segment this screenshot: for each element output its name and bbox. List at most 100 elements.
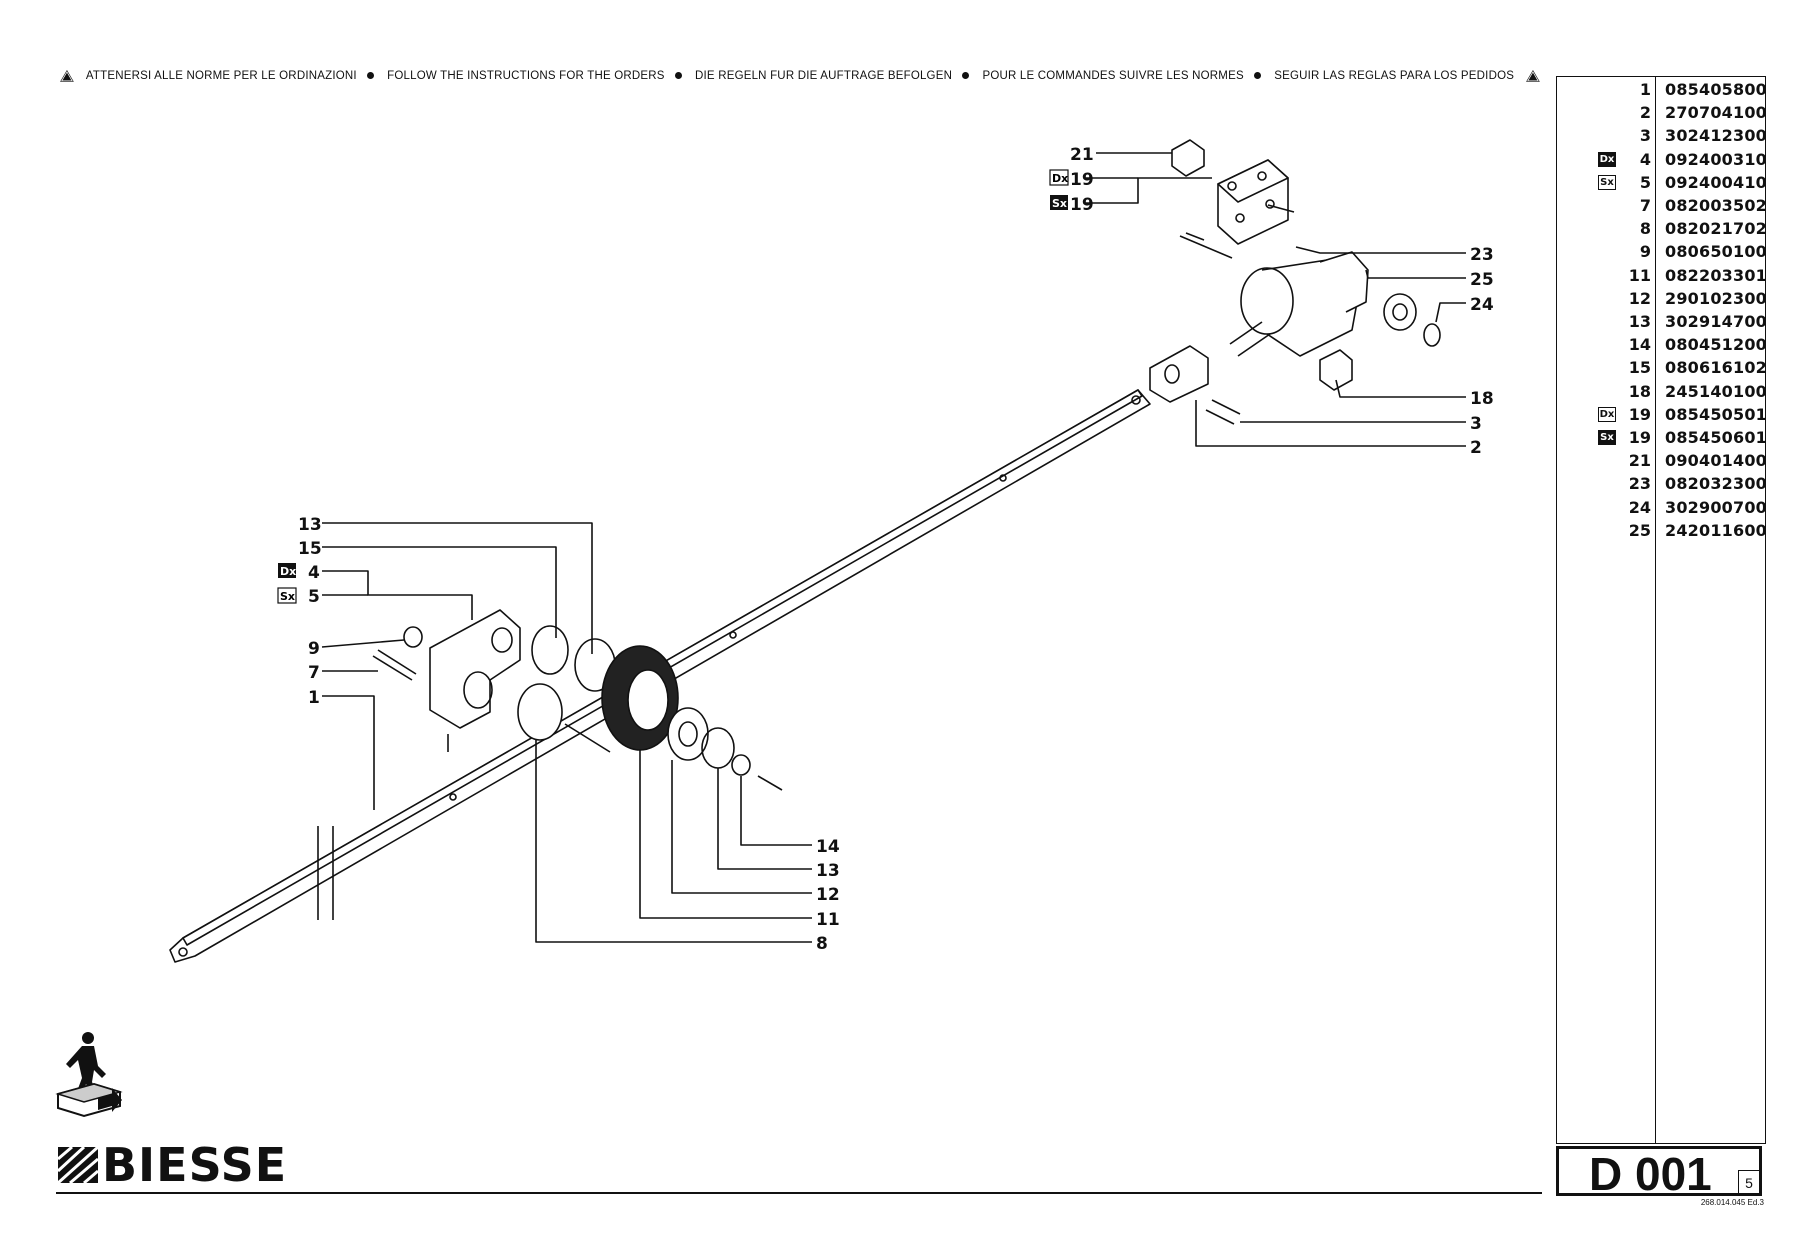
part-position: 2 [1639, 103, 1651, 123]
part-position: 8 [1639, 219, 1651, 239]
part-code: 245140100 [1665, 381, 1767, 401]
callout-8: 8 [816, 934, 828, 954]
part-code: 302914700 [1665, 312, 1767, 331]
leader-lines [321, 152, 1466, 943]
cylinder-assembly [1149, 139, 1441, 425]
callout-25: 25 [1470, 270, 1494, 290]
footer-rule [56, 1192, 1542, 1194]
parts-row: 12 290102300 [1557, 288, 1767, 311]
parts-row: Dx 4 092400310 [1557, 149, 1767, 172]
warning-triangle-icon [1526, 69, 1540, 82]
parts-row: 11 082203301 [1557, 265, 1767, 288]
part-code: 242011600 [1665, 520, 1767, 540]
part-code: 302900700 [1665, 497, 1767, 517]
callout-2: 2 [1470, 438, 1482, 458]
callout-labels: 21 Dx 19 Sx 19 23 25 24 18 3 2 13 15 Dx … [277, 145, 1494, 954]
callout-15: 15 [298, 539, 322, 559]
callout-19-dx: 19 [1070, 170, 1094, 190]
part-position: 11 [1628, 265, 1651, 285]
callout-23: 23 [1470, 245, 1494, 265]
part-position: 4 [1639, 149, 1651, 169]
biesse-logo-icon [56, 1145, 100, 1185]
part-code: 092400410 [1665, 172, 1767, 192]
instruction-es: SEGUIR LAS REGLAS PARA LOS PEDIDOS [1274, 70, 1515, 82]
callout-21: 21 [1070, 145, 1094, 165]
part-code: 302412300 [1665, 126, 1767, 146]
sx-tag: Sx [1598, 430, 1616, 445]
page-code: D 001 [1589, 1148, 1712, 1200]
exploded-parts-drawing: 21 Dx 19 Sx 19 23 25 24 18 3 2 13 15 Dx … [169, 139, 1494, 963]
part-code: 082203301 [1665, 265, 1767, 285]
parts-row: 24 302900700 [1557, 497, 1767, 520]
part-position: 24 [1628, 497, 1651, 517]
callout-11: 11 [816, 910, 840, 930]
callout-5: 5 [308, 587, 320, 607]
instruction-fr: POUR LE COMMANDES SUIVRE LES NORMES [982, 70, 1244, 82]
part-code: 290102300 [1665, 288, 1767, 308]
parts-row: 21 090401400 [1557, 450, 1767, 473]
sx-tag: Sx [1598, 174, 1616, 190]
dx-tag: Dx [1598, 151, 1616, 167]
brand-name: BIESSE [102, 1138, 288, 1192]
part-position: 9 [1639, 242, 1651, 262]
callout-1: 1 [308, 688, 320, 708]
walking-person-icon [55, 1032, 123, 1118]
part-position: 21 [1628, 451, 1651, 471]
callout-13: 13 [298, 515, 322, 535]
callout-9: 9 [308, 639, 320, 659]
svg-text:Dx: Dx [280, 565, 296, 578]
part-code: 085450601 [1665, 428, 1767, 447]
part-position: 25 [1628, 520, 1651, 540]
part-position: 12 [1628, 288, 1651, 308]
parts-row: Sx 19 085450601 [1557, 427, 1767, 450]
part-position: 23 [1628, 474, 1651, 494]
part-code: 080616102 [1665, 358, 1767, 378]
part-position: 14 [1628, 335, 1651, 355]
part-position: 13 [1628, 312, 1651, 331]
parts-row: 9 080650100 [1557, 241, 1767, 264]
edition-number: 5 [1738, 1170, 1759, 1195]
part-code: 082003502 [1665, 196, 1767, 215]
parts-row: 18 245140100 [1557, 381, 1767, 404]
part-position: 19 [1628, 428, 1651, 447]
callout-12: 12 [816, 885, 840, 905]
part-code: 090401400 [1665, 451, 1767, 471]
order-instructions-banner: ATTENERSI ALLE NORME PER LE ORDINAZIONI … [60, 56, 1540, 96]
svg-text:Sx: Sx [280, 590, 295, 603]
svg-text:Dx: Dx [1052, 172, 1068, 185]
part-position: 7 [1639, 196, 1651, 215]
part-position: 1 [1639, 80, 1651, 99]
part-code: 085405800 [1665, 80, 1767, 99]
callout-4: 4 [308, 563, 320, 583]
instruction-en: FOLLOW THE INSTRUCTIONS FOR THE ORDERS [387, 70, 665, 82]
part-code: 080650100 [1665, 242, 1767, 262]
callout-24: 24 [1470, 295, 1494, 315]
callout-18: 18 [1470, 389, 1494, 409]
callout-13b: 13 [816, 861, 840, 881]
part-position: 18 [1628, 381, 1651, 401]
brand-logo: BIESSE [56, 1138, 288, 1192]
dx-tag: Dx [1598, 406, 1616, 422]
part-position: 3 [1639, 126, 1651, 146]
part-position: 15 [1628, 358, 1651, 378]
dx-tag: Dx [1049, 169, 1069, 186]
sx-tag: Sx [277, 587, 297, 604]
dx-tag: Dx [278, 563, 296, 578]
parts-row: 1 085405800 [1557, 79, 1767, 102]
instruction-de: DIE REGELN FUR DIE AUFTRAGE BEFOLGEN [695, 70, 953, 82]
instruction-it: ATTENERSI ALLE NORME PER LE ORDINAZIONI [85, 70, 357, 82]
svg-text:Sx: Sx [1052, 197, 1067, 210]
parts-row: 15 080616102 [1557, 357, 1767, 380]
callout-14: 14 [816, 837, 840, 857]
page-code-box: D 001 5 [1556, 1146, 1762, 1200]
parts-row: 3 302412300 [1557, 125, 1767, 148]
parts-row: 13 302914700 [1557, 311, 1767, 334]
sx-tag: Sx [1050, 195, 1068, 210]
part-code: 092400310 [1665, 149, 1767, 169]
